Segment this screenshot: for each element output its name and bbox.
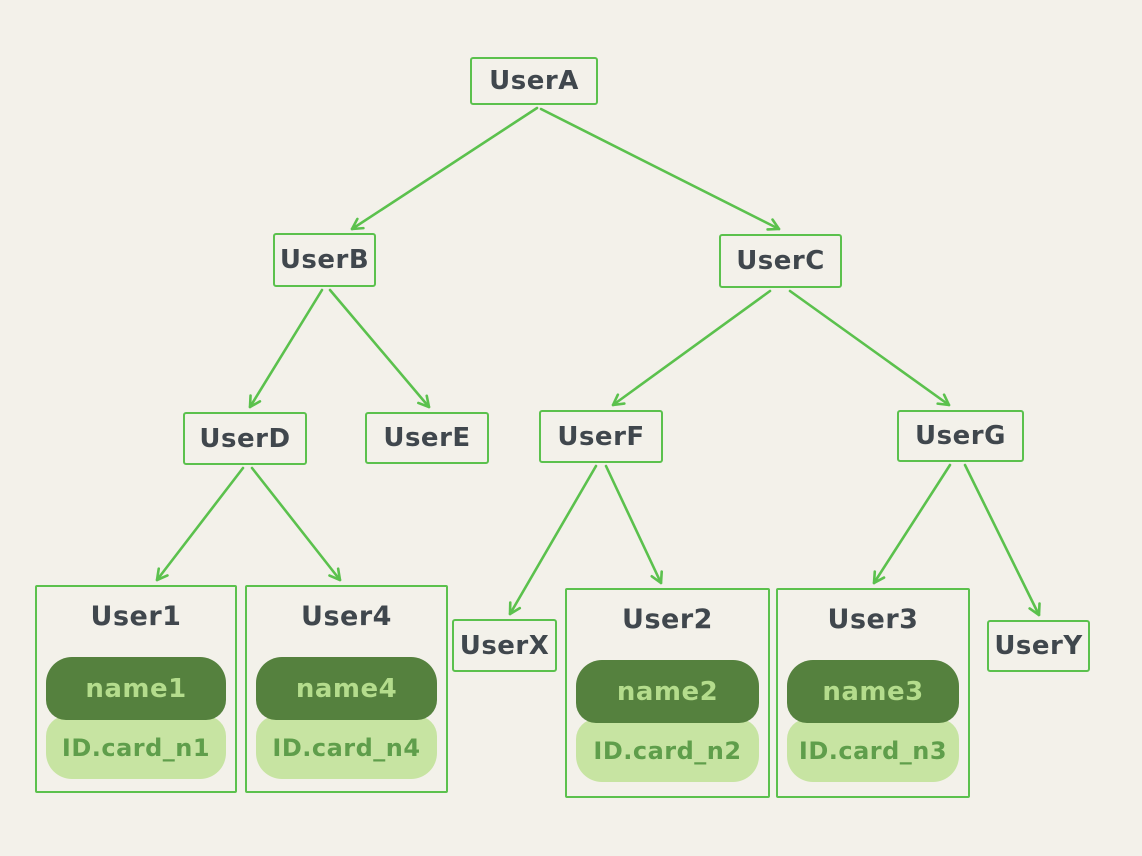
- card-user3-idcard: ID.card_n3: [798, 736, 948, 765]
- card-user2-idcard-pill: ID.card_n2: [576, 719, 759, 782]
- node-usera: UserA: [470, 57, 598, 105]
- card-user2-title: User2: [622, 604, 713, 635]
- node-userc-label: UserC: [736, 246, 825, 276]
- card-user2-name-pill: name2: [576, 660, 759, 723]
- edge-userb-userd: [248, 288, 324, 409]
- card-user4-idcard: ID.card_n4: [272, 733, 421, 762]
- card-user1-name: name1: [85, 673, 187, 704]
- node-userx: UserX: [452, 619, 557, 672]
- edge-userc-userf: [611, 289, 772, 407]
- node-userf-label: UserF: [557, 421, 645, 452]
- card-user2-name: name2: [616, 676, 719, 707]
- edge-userc-userg: [788, 289, 951, 407]
- card-user3-idcard-pill: ID.card_n3: [787, 719, 959, 782]
- node-usere: UserE: [365, 412, 489, 464]
- edge-userg-user3: [872, 463, 952, 585]
- card-user3-title: User3: [827, 604, 919, 635]
- edge-usera-userc: [539, 107, 781, 231]
- card-user1-idcard: ID.card_n1: [61, 733, 211, 762]
- node-usera-label: UserA: [489, 66, 579, 96]
- card-user4-idcard-pill: ID.card_n4: [256, 716, 437, 779]
- edge-userb-usere: [328, 288, 431, 409]
- node-userc: UserC: [719, 234, 842, 288]
- edge-userg-usery: [963, 463, 1041, 617]
- node-userg-label: UserG: [915, 421, 1006, 451]
- card-user2: User2 name2 ID.card_n2: [565, 588, 770, 798]
- edge-userd-user4: [250, 466, 342, 582]
- card-user3-name: name3: [822, 676, 924, 707]
- node-userb-label: UserB: [279, 245, 370, 275]
- edge-userf-user2: [604, 464, 664, 585]
- card-user1-name-pill: name1: [46, 657, 226, 720]
- card-user2-idcard: ID.card_n2: [593, 736, 742, 765]
- node-userb: UserB: [273, 233, 376, 287]
- card-user4: User4 name4 ID.card_n4: [245, 585, 448, 793]
- node-userf: UserF: [539, 410, 663, 463]
- node-userx-label: UserX: [459, 630, 550, 661]
- card-user1-title: User1: [90, 601, 182, 632]
- card-user4-name-pill: name4: [256, 657, 437, 720]
- card-user3-name-pill: name3: [787, 660, 959, 723]
- edge-userd-user1: [155, 466, 245, 582]
- card-user1-idcard-pill: ID.card_n1: [46, 716, 226, 779]
- node-usere-label: UserE: [383, 423, 471, 453]
- card-user4-name: name4: [295, 673, 398, 704]
- node-usery-label: UserY: [994, 631, 1083, 661]
- edge-usera-userb: [350, 106, 539, 231]
- node-userd-label: UserD: [199, 423, 291, 454]
- card-user3: User3 name3 ID.card_n3: [776, 588, 970, 798]
- node-userd: UserD: [183, 412, 307, 465]
- node-userg: UserG: [897, 410, 1024, 462]
- card-user4-title: User4: [301, 601, 392, 632]
- card-user1: User1 name1 ID.card_n1: [35, 585, 237, 793]
- node-usery: UserY: [987, 620, 1090, 672]
